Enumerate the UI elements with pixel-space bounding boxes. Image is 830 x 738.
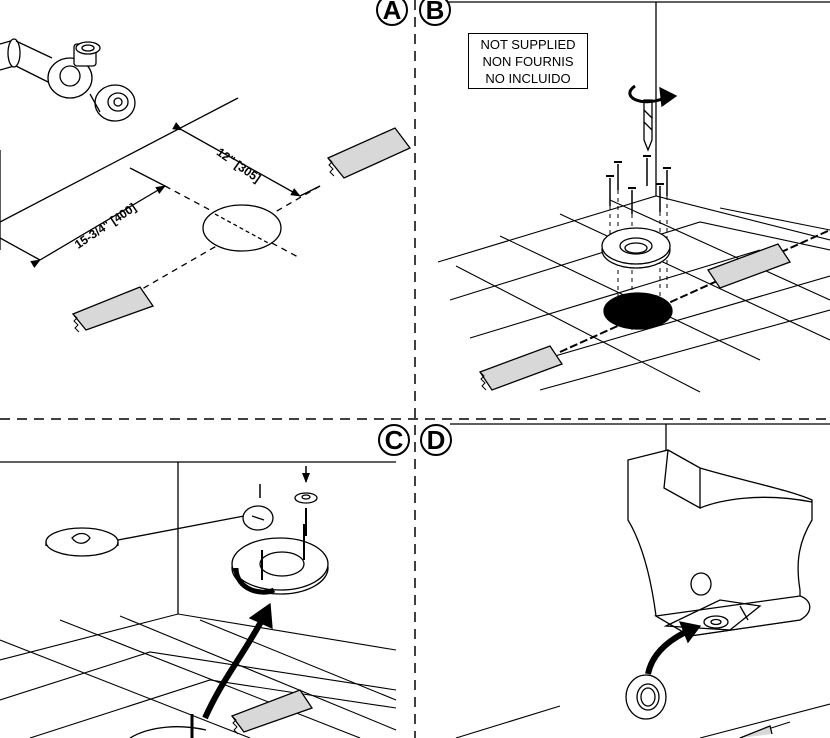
note-line-english: NOT SUPPLIED bbox=[480, 36, 575, 53]
floor-screws bbox=[606, 156, 671, 214]
closet-flange bbox=[602, 228, 670, 268]
drain-hole bbox=[604, 293, 672, 329]
floor-tile-grid-c bbox=[0, 614, 396, 738]
panel-d bbox=[450, 424, 830, 738]
tape-strip-c bbox=[232, 690, 312, 732]
tape-strip-lower bbox=[73, 287, 153, 330]
placement-arrow bbox=[648, 630, 690, 674]
panel-c bbox=[0, 462, 396, 738]
shutoff-valve bbox=[0, 39, 135, 121]
drill-bit bbox=[644, 100, 652, 150]
tape-strip-upper bbox=[328, 128, 410, 178]
wax-ring bbox=[626, 675, 666, 719]
not-supplied-note: NOT SUPPLIED NON FOURNIS NO INCLUIDO bbox=[468, 33, 588, 89]
step-label-c: C bbox=[378, 424, 410, 456]
washer-detail bbox=[46, 528, 118, 556]
panel-a bbox=[0, 39, 410, 332]
toilet-bowl bbox=[628, 450, 812, 636]
lift-arrow bbox=[205, 620, 262, 718]
note-line-spanish: NO INCLUIDO bbox=[485, 70, 570, 87]
step-label-d: D bbox=[420, 424, 452, 456]
note-line-french: NON FOURNIS bbox=[483, 53, 574, 70]
tape-strip-left bbox=[480, 346, 562, 390]
flange-with-bolts bbox=[232, 524, 328, 594]
